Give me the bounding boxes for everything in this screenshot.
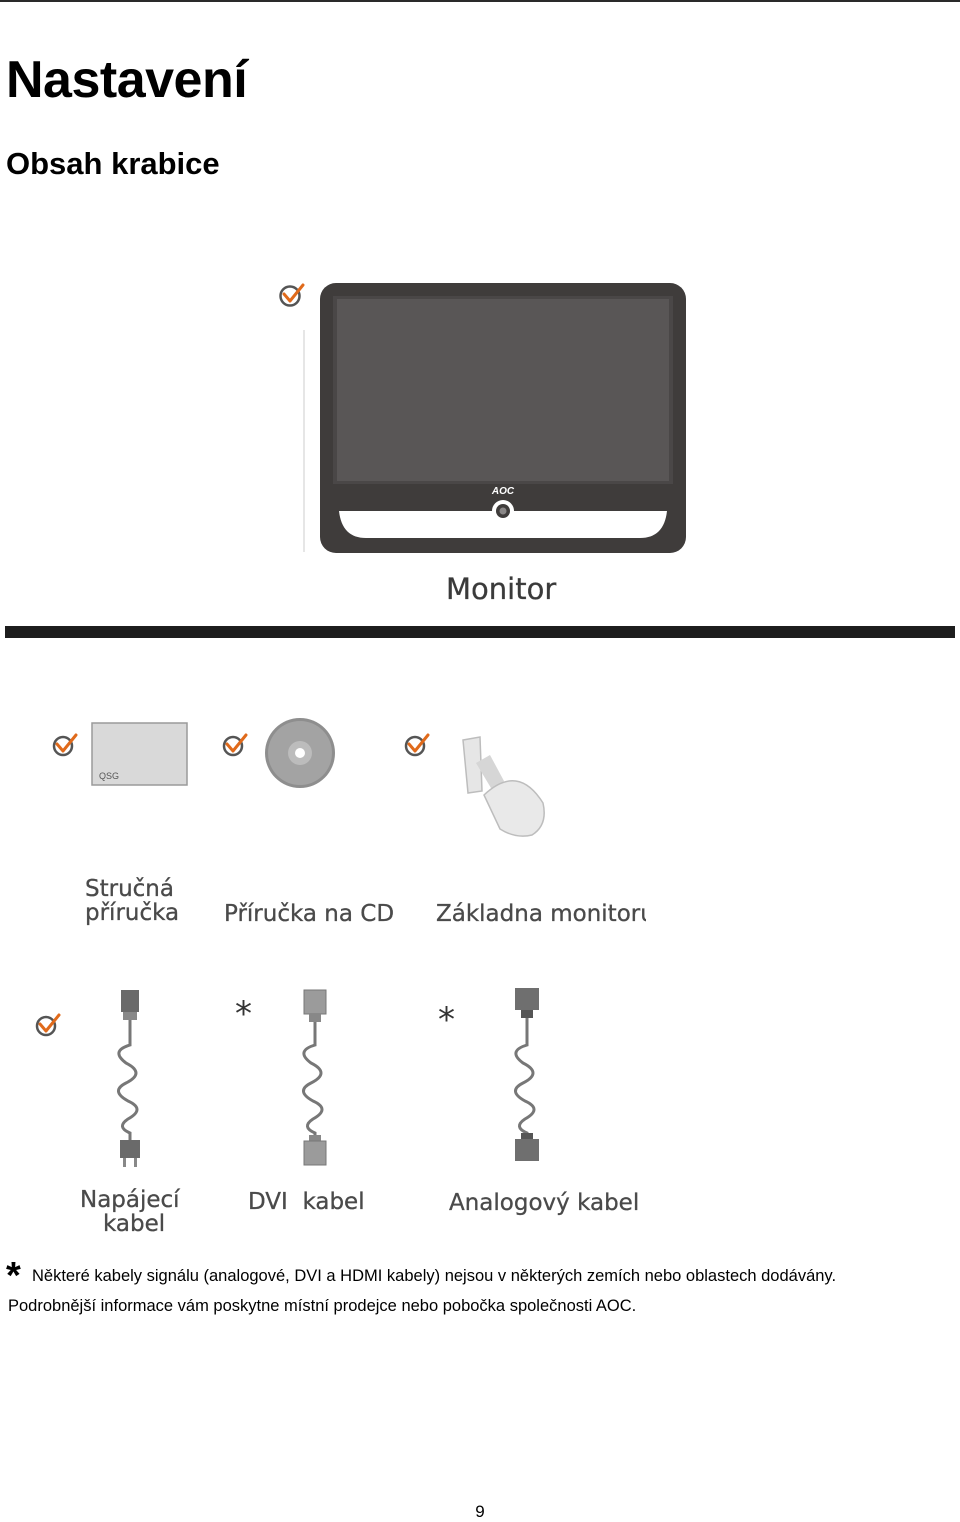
dvi-cable-icon: *: [235, 990, 326, 1165]
power-cable-icon: [118, 990, 140, 1167]
quick-guide-label-line1: Stručná: [85, 876, 174, 902]
monitor-illustration: AOC: [270, 270, 700, 570]
asterisk-icon: *: [235, 994, 252, 1034]
cd-label: Příručka na CD: [224, 901, 394, 927]
monitor-label: Monitor: [446, 576, 556, 602]
check-icon: [37, 1015, 59, 1035]
footnote-line2: Podrobnější informace vám poskytne místn…: [8, 1297, 636, 1316]
monitor-base-label: Základna monitoru: [436, 901, 646, 927]
monitor-screen: [337, 299, 669, 481]
check-icon: [406, 735, 428, 755]
page-title: Nastavení: [6, 50, 247, 110]
asterisk-icon: *: [438, 1000, 455, 1040]
quick-guide-icon: QSG: [92, 723, 187, 785]
top-rule: [0, 0, 960, 2]
section-divider: [5, 626, 955, 638]
power-cable-label-line1: Napájecí: [80, 1187, 180, 1213]
footnote-line1: Některé kabely signálu (analogové, DVI a…: [32, 1267, 836, 1286]
section-subtitle: Obsah krabice: [6, 146, 220, 182]
accessories-illustration: QSG: [48, 715, 568, 845]
power-cable-label-line2: kabel: [103, 1211, 165, 1237]
page-number: 9: [0, 1502, 960, 1522]
monitor-base-icon: [463, 737, 544, 836]
footnote-asterisk: *: [6, 1257, 21, 1295]
check-icon: [224, 735, 246, 755]
svg-text:QSG: QSG: [99, 771, 119, 781]
cables-illustration: * *: [30, 985, 570, 1170]
analog-cable-icon: *: [438, 988, 539, 1161]
brand-logo: AOC: [491, 486, 515, 497]
cd-icon: [265, 718, 335, 788]
check-icon: [54, 735, 76, 755]
dvi-cable-label: DVI kabel: [248, 1189, 365, 1215]
check-icon: [281, 285, 304, 306]
quick-guide-label-line2: příručka: [85, 900, 179, 926]
analog-cable-label: Analogový kabel: [449, 1190, 639, 1216]
